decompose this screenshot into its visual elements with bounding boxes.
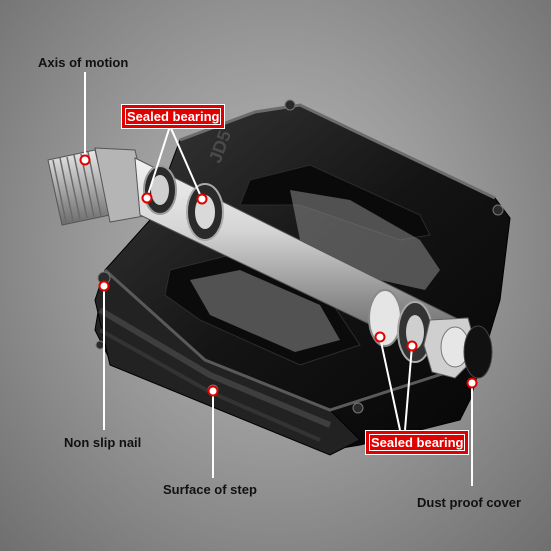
axle [47,147,493,379]
label-sealed-bearing-top-text: Sealed bearing [125,108,222,125]
label-sealed-bearing-bottom-text: Sealed bearing [369,434,466,451]
leader-lines [84,72,473,486]
dust-proof-cover [463,325,493,379]
label-dust-proof-cover: Dust proof cover [417,495,522,510]
label-non-slip-nail: Non slip nail [64,435,142,450]
label-sealed-bearing-bottom: Sealed bearing [365,430,470,455]
callout-dots [79,154,478,397]
label-surface-of-step: Surface of step [163,482,257,497]
label-sealed-bearing-top: Sealed bearing [121,104,226,129]
label-axis-of-motion: Axis of motion [38,55,129,70]
